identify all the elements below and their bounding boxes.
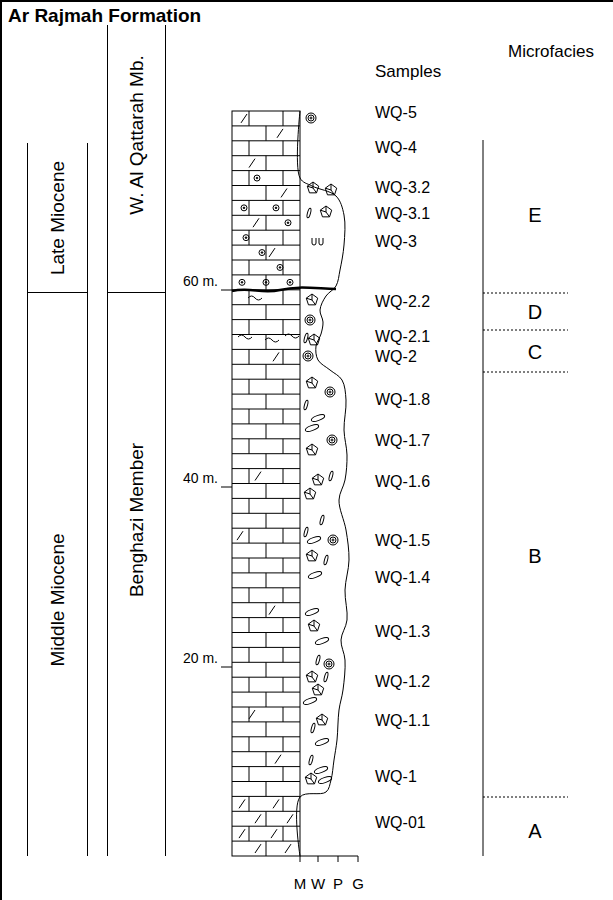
sample-label: WQ-1.2 (375, 673, 430, 691)
unit-name: Benghazi Member (126, 443, 147, 597)
frame-line (0, 0, 2, 900)
fossil-symbols (303, 113, 338, 785)
sample-label: WQ-1.3 (375, 623, 430, 641)
texture-axis (300, 856, 358, 862)
unconformity-line (232, 288, 336, 292)
depth-tick (221, 290, 232, 291)
sample-label: WQ-1.1 (375, 712, 430, 730)
stratigraphic-unit-band: W. Al Qattarah Mb. (107, 25, 166, 293)
depth-tick (221, 487, 232, 488)
sample-label: WQ-1.8 (375, 391, 430, 409)
microfacies-label: C (528, 341, 542, 363)
unit-name: Late Miocene (47, 161, 68, 275)
unit-name: Middle Miocene (47, 533, 68, 666)
sample-label: WQ-2.1 (375, 328, 430, 346)
sample-label: WQ-4 (375, 139, 417, 157)
figure-title: Ar Rajmah Formation (8, 6, 201, 27)
texture-profile (297, 111, 349, 856)
texture-axis-label: W (311, 876, 325, 893)
stratigraphic-unit-band: Middle Miocene (27, 293, 88, 856)
sample-label: WQ-5 (375, 104, 417, 122)
sample-label: WQ-1.4 (375, 569, 430, 587)
sample-label: WQ-3.2 (375, 179, 430, 197)
sample-label: WQ-1.5 (375, 532, 430, 550)
sample-label: WQ-2 (375, 348, 417, 366)
sample-label: WQ-3.1 (375, 205, 430, 223)
microfacies-boundaries (483, 140, 568, 856)
stratigraphic-unit-band: Late Miocene (27, 143, 88, 293)
unit-name: W. Al Qattarah Mb. (126, 55, 147, 214)
microfacies-label: B (528, 545, 541, 567)
depth-tick (221, 667, 232, 668)
sample-label: WQ-2.2 (375, 293, 430, 311)
microfacies-label: E (528, 204, 541, 226)
sample-label: WQ-1.6 (375, 473, 430, 491)
sample-label: WQ-1.7 (375, 432, 430, 450)
frame-line (0, 0, 613, 2)
column-header: Microfacies (508, 43, 594, 62)
depth-label: 20 m. (183, 651, 218, 666)
microfacies-label: D (528, 301, 542, 323)
depth-label: 40 m. (183, 471, 218, 486)
texture-axis-label: G (352, 876, 364, 893)
microfacies-label: A (528, 820, 541, 842)
column-header: Samples (375, 63, 441, 82)
stratigraphic-unit-band: Benghazi Member (107, 293, 166, 856)
texture-axis-label: P (333, 876, 343, 893)
sample-label: WQ-1 (375, 768, 417, 786)
depth-label: 60 m. (183, 274, 218, 289)
sample-label: WQ-3 (375, 233, 417, 251)
limestone-pattern (232, 111, 300, 856)
texture-axis-label: M (294, 876, 307, 893)
sample-label: WQ-01 (375, 814, 426, 832)
